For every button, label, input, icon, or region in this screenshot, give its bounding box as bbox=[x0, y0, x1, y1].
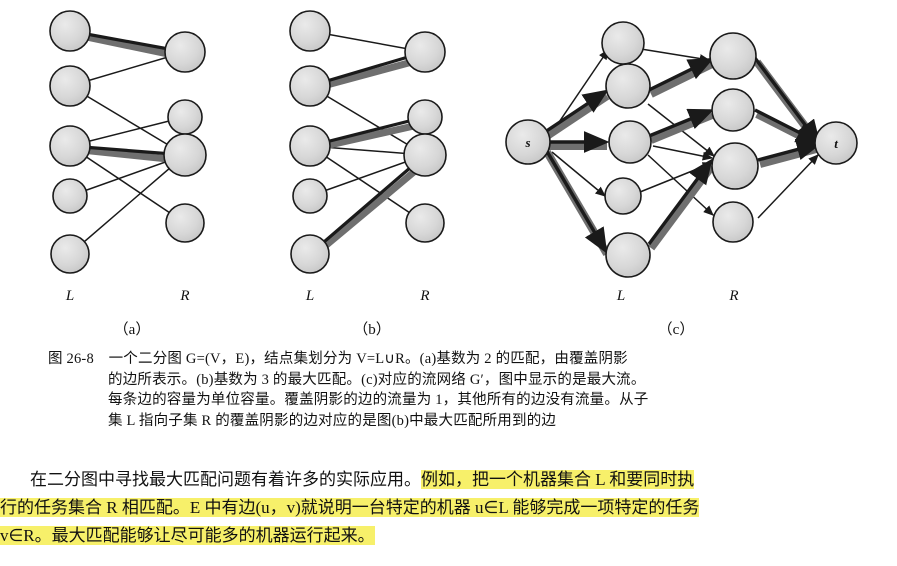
node-R2 bbox=[167, 99, 203, 135]
body-line-1: 在二分图中寻找最大匹配问题有着许多的实际应用。例如，把一个机器集合 L 和要同时… bbox=[0, 466, 897, 494]
node-R4 bbox=[712, 201, 754, 243]
edge-R4-t bbox=[757, 154, 819, 219]
sink-label: t bbox=[834, 136, 838, 151]
caption-line-4: 集 L 指向子集 R 的覆盖阴影的边对应的是图(b)中最大匹配所用到的边 bbox=[108, 412, 557, 429]
panel-c-nodes: s t bbox=[505, 21, 858, 278]
node-R4 bbox=[165, 203, 205, 243]
node-L3 bbox=[49, 125, 91, 167]
node-source bbox=[505, 119, 551, 165]
node-L3 bbox=[289, 125, 331, 167]
node-L5 bbox=[290, 234, 330, 274]
flow-edge-shadow-s-L2 bbox=[544, 92, 610, 140]
panel-a-right-label: R bbox=[179, 288, 189, 304]
panel-a: L R （a） bbox=[49, 10, 207, 338]
flow-edge-s-L5 bbox=[543, 147, 608, 254]
panel-b-nodes bbox=[289, 10, 447, 274]
node-L3 bbox=[608, 120, 652, 164]
node-L2 bbox=[605, 63, 651, 109]
edge-L2-R3 bbox=[69, 85, 186, 156]
flow-edge-L2-R1 bbox=[648, 58, 714, 92]
edge-L2-R3 bbox=[309, 85, 426, 156]
edge-L3-R4 bbox=[309, 145, 426, 224]
body-text: 在二分图中寻找最大匹配问题有着许多的实际应用。例如，把一个机器集合 L 和要同时… bbox=[0, 466, 897, 550]
panel-a-part-label: （a） bbox=[114, 321, 151, 338]
node-L4 bbox=[52, 178, 88, 214]
node-R3 bbox=[711, 142, 759, 190]
flow-edge-L3-R2 bbox=[648, 108, 715, 138]
node-L5 bbox=[50, 234, 90, 274]
edge-L3-R4 bbox=[647, 154, 714, 216]
body-line-3: v∈R。最大匹配能够让尽可能多的机器运行起来。 bbox=[0, 522, 897, 550]
node-L2 bbox=[289, 65, 331, 107]
node-L2 bbox=[49, 65, 91, 107]
node-L4 bbox=[604, 177, 642, 215]
panel-c: s t L R （c） bbox=[505, 21, 858, 338]
edge-L5-R3 bbox=[69, 154, 186, 255]
caption-line-1-text: 一个二分图 G=(V，E)，结点集划分为 V=L∪R。(a)基数为 2 的匹配，… bbox=[108, 351, 628, 367]
panel-c-right-label: R bbox=[728, 288, 738, 304]
node-sink bbox=[814, 121, 858, 165]
flow-edge-shadow-L3-R2 bbox=[649, 111, 714, 144]
panel-b-left-label: L bbox=[305, 288, 314, 304]
matched-edge-shadow-L5-R3 bbox=[308, 157, 431, 261]
panel-b: L R （b） bbox=[289, 10, 447, 338]
flow-edge-R3-t bbox=[757, 138, 823, 162]
edge-s-L1 bbox=[552, 49, 609, 132]
body-line-2-highlight: 行的任务集合 R 相匹配。E 中有边(u，v)就说明一台特定的机器 u∈L 能够… bbox=[0, 498, 700, 517]
panel-a-left-label: L bbox=[65, 288, 74, 304]
caption-line-3: 每条边的容量为单位容量。覆盖阴影的边的流量为 1，其他所有的边没有流量。从子 bbox=[108, 392, 649, 408]
matched-edge-L5-R3 bbox=[308, 153, 427, 256]
edge-s-L4 bbox=[551, 151, 606, 197]
caption-line-2: 的边所表示。(b)基数为 3 的最大匹配。(c)对应的流网络 G′，图中显示的是… bbox=[108, 371, 646, 388]
caption-figure-number: 图 26-8 bbox=[48, 351, 94, 367]
figure-caption: 图 26-8 一个二分图 G=(V，E)，结点集划分为 V=L∪R。(a)基数为… bbox=[48, 349, 878, 431]
source-label: s bbox=[524, 135, 530, 150]
edge-L1-R1 bbox=[640, 48, 711, 63]
body-line-3-highlight: v∈R。最大匹配能够让尽可能多的机器运行起来。 bbox=[0, 526, 375, 545]
panel-c-part-label: （c） bbox=[658, 321, 695, 338]
node-L1 bbox=[289, 10, 331, 52]
panel-c-flow-edges bbox=[543, 56, 824, 257]
node-L1 bbox=[49, 10, 91, 52]
matched-edge-shadow-L3-R2 bbox=[308, 119, 431, 153]
panel-b-right-label: R bbox=[419, 288, 429, 304]
panel-a-nodes bbox=[49, 10, 207, 274]
node-R3 bbox=[163, 133, 207, 177]
node-R1 bbox=[709, 32, 757, 80]
figure-svg: L R （a） bbox=[49, 10, 858, 338]
node-L4 bbox=[292, 178, 328, 214]
flow-edge-R2-t bbox=[754, 108, 822, 145]
node-L5 bbox=[605, 232, 651, 278]
node-R2 bbox=[407, 99, 443, 135]
body-line-2: 行的任务集合 R 相匹配。E 中有边(u，v)就说明一台特定的机器 u∈L 能够… bbox=[0, 494, 897, 522]
flow-edge-shadow-L5-R3 bbox=[647, 163, 716, 251]
node-R4 bbox=[405, 203, 445, 243]
body-line-1-highlight: 例如，把一个机器集合 L 和要同时执 bbox=[421, 470, 695, 489]
flow-edge-s-L2 bbox=[544, 89, 609, 134]
flow-edge-L5-R3 bbox=[647, 158, 713, 246]
node-R1 bbox=[404, 31, 446, 73]
panel-b-part-label: （b） bbox=[353, 321, 391, 338]
flow-edge-shadow-L2-R1 bbox=[649, 60, 714, 98]
node-L1 bbox=[601, 21, 645, 65]
node-R2 bbox=[711, 88, 755, 132]
panel-c-left-label: L bbox=[616, 288, 625, 304]
figure-26-8: L R （a） bbox=[49, 10, 858, 338]
edge-L3-R3 bbox=[652, 145, 714, 161]
node-R3 bbox=[403, 133, 447, 177]
edge-L3-R4 bbox=[69, 145, 186, 224]
body-line-1-plain: 在二分图中寻找最大匹配问题有着许多的实际应用。 bbox=[30, 470, 421, 489]
caption-line-1: 图 26-8 一个二分图 G=(V，E)，结点集划分为 V=L∪R。(a)基数为… bbox=[48, 349, 878, 370]
node-R1 bbox=[164, 31, 206, 73]
